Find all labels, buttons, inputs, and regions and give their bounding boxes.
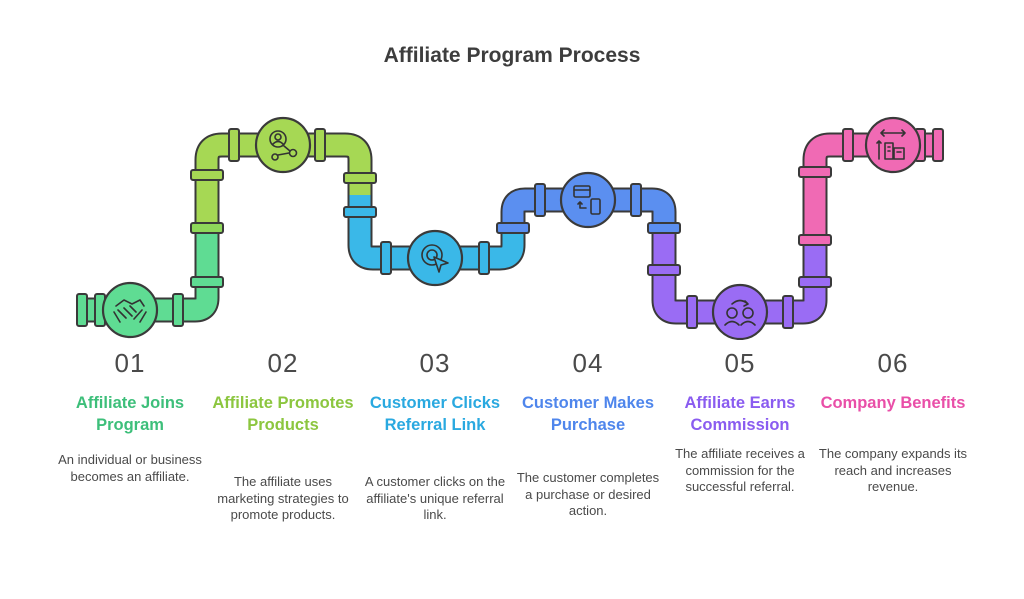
pipe-joint xyxy=(686,295,698,329)
step-number: 03 xyxy=(419,348,451,378)
cursor-click-icon xyxy=(421,244,449,273)
pipe-joint xyxy=(496,222,530,234)
step-icon-circle-04 xyxy=(559,171,617,229)
step-title: Affiliate Earns Commission xyxy=(684,394,796,434)
pipe-segment-1 xyxy=(80,228,218,321)
pipe-joint xyxy=(842,128,854,162)
step-title: Company Benefits xyxy=(820,394,966,412)
step-icon-circle-01 xyxy=(101,281,159,339)
step-description: A customer clicks on the affiliate's uni… xyxy=(364,474,506,522)
step-description: The customer completes a purchase or des… xyxy=(516,470,660,518)
step-icon-circle-05 xyxy=(711,283,769,340)
pipe-joint xyxy=(478,241,490,275)
pipe-joint xyxy=(782,295,794,329)
pipe-joint xyxy=(172,293,184,327)
step-title: Affiliate Joins Program xyxy=(75,394,185,434)
joint-layer xyxy=(76,128,944,329)
people-exchange-icon xyxy=(724,299,756,326)
step-number: 01 xyxy=(114,348,146,378)
icon-layer xyxy=(101,116,922,340)
step-number: 02 xyxy=(267,348,299,378)
step-title: Customer Makes Purchase xyxy=(521,394,655,434)
pipe-joint xyxy=(932,128,944,162)
pipe-joint xyxy=(534,183,546,217)
step-title: Affiliate Promotes Products xyxy=(212,394,354,434)
step-description: The company expands its reach and increa… xyxy=(818,446,968,494)
pipe-joint xyxy=(76,293,88,327)
step-icon-circle-03 xyxy=(406,229,464,287)
person-share-icon xyxy=(269,130,298,161)
step-icon-circle-02 xyxy=(254,116,312,174)
step-description: An individual or business becomes an aff… xyxy=(58,452,202,484)
pipe-joint xyxy=(380,241,392,275)
step-number: 05 xyxy=(724,348,756,378)
pipe-segment-6 xyxy=(804,134,940,240)
pipe-joint xyxy=(314,128,326,162)
pipe-joint xyxy=(798,234,832,246)
step-number: 06 xyxy=(877,348,909,378)
step-description: The affiliate receives a commission for … xyxy=(675,446,805,494)
card-phone-icon xyxy=(573,185,601,215)
pipe-joint xyxy=(228,128,240,162)
step-description: The affiliate uses marketing strategies … xyxy=(217,474,349,522)
pipe-joint xyxy=(647,222,681,234)
step-title: Customer Clicks Referral Link xyxy=(369,394,501,434)
pipeline-diagram xyxy=(76,116,944,340)
growth-buildings-icon xyxy=(876,129,906,160)
pipe-joint xyxy=(190,169,224,181)
pipe-joint xyxy=(343,206,377,218)
handshake-icon xyxy=(113,299,147,323)
pipe-joint xyxy=(190,222,224,234)
pipe-joint xyxy=(630,183,642,217)
pipe-joint xyxy=(798,276,832,288)
pipe-joint xyxy=(190,276,224,288)
step-number: 04 xyxy=(572,348,604,378)
diagram-title: Affiliate Program Process xyxy=(383,44,641,67)
step-icon-circle-06 xyxy=(864,116,922,174)
pipe-joint xyxy=(647,264,681,276)
pipe-joint xyxy=(343,172,377,184)
pipe-joint xyxy=(798,166,832,178)
